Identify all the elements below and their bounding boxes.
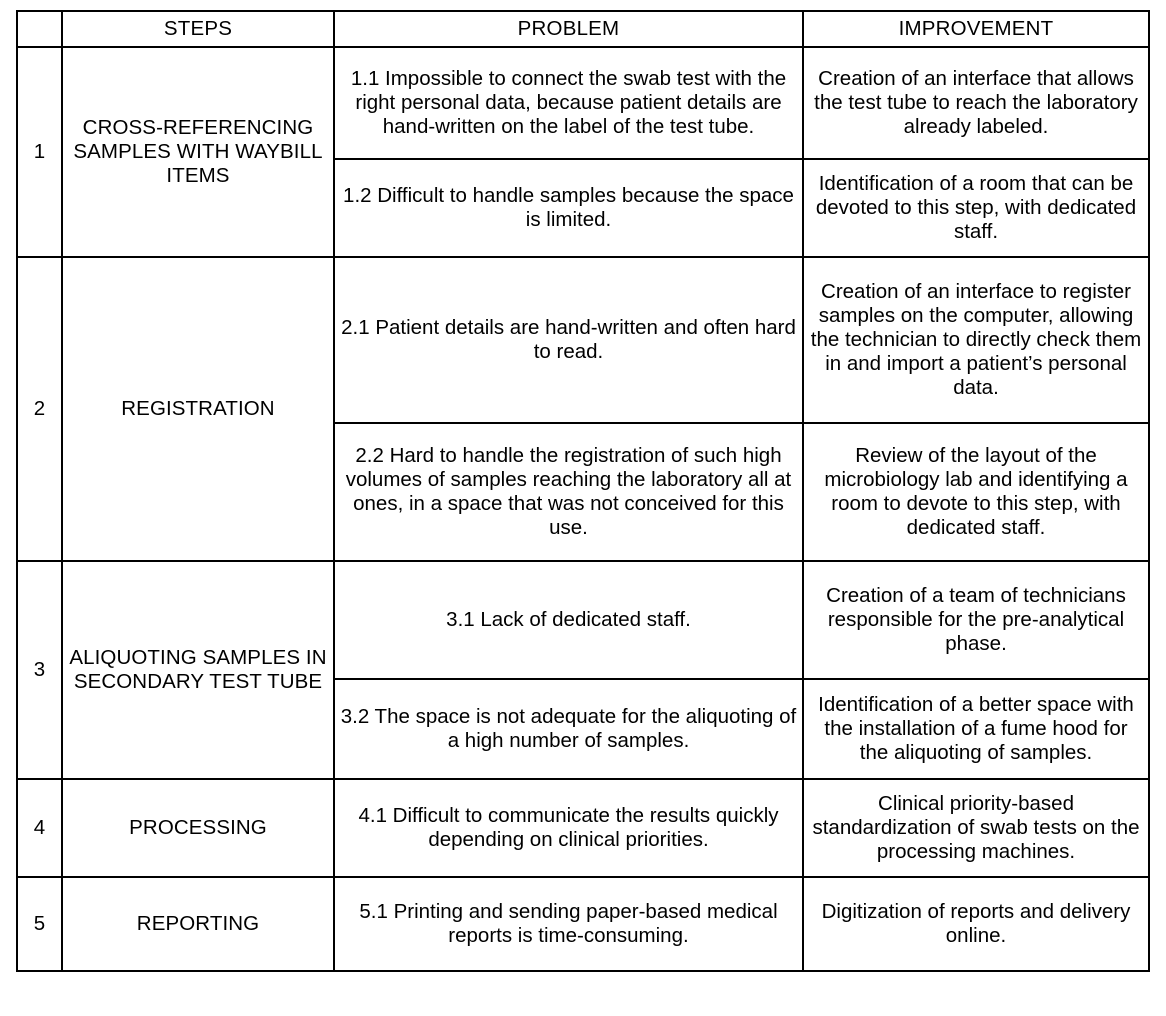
improvement-2-1: Creation of an interface to register sam… [802,256,1150,424]
step-name-4: PROCESSING [61,778,335,878]
step-number-5: 5 [16,876,63,972]
header-index [16,10,63,48]
problem-3-1: 3.1 Lack of dedicated staff. [333,560,804,680]
problem-1-1: 1.1 Impossible to connect the swab test … [333,46,804,160]
problem-2-1: 2.1 Patient details are hand-written and… [333,256,804,424]
problem-5-1: 5.1 Printing and sending paper-based med… [333,876,804,972]
problem-1-2: 1.2 Difficult to handle samples because … [333,158,804,258]
problem-improvement-matrix: STEPS PROBLEM IMPROVEMENT 1 CROSS-REFERE… [16,10,1150,972]
step-number-2: 2 [16,256,63,562]
problem-3-2: 3.2 The space is not adequate for the al… [333,678,804,780]
step-name-3: ALIQUOTING SAMPLES IN SECONDARY TEST TUB… [61,560,335,780]
table-row: 5 REPORTING 5.1 Printing and sending pap… [16,876,1150,972]
table-row: 1.2 Difficult to handle samples because … [17,158,1150,258]
improvement-3-2: Identification of a better space with th… [802,678,1150,780]
table-row: 4 PROCESSING 4.1 Difficult to communicat… [16,778,1150,878]
improvement-2-2: Review of the layout of the microbiology… [802,422,1150,562]
header-problem: PROBLEM [333,10,804,48]
table-header-row: STEPS PROBLEM IMPROVEMENT [16,10,1150,48]
problem-4-1: 4.1 Difficult to communicate the results… [333,778,804,878]
header-steps: STEPS [61,10,335,48]
improvement-5-1: Digitization of reports and delivery onl… [802,876,1150,972]
step-name-2: REGISTRATION [61,256,335,562]
table-row: 3.2 The space is not adequate for the al… [17,678,1150,780]
table-row: 2 REGISTRATION 2.1 Patient details are h… [16,256,1150,562]
header-improvement: IMPROVEMENT [802,10,1150,48]
table-row: 2.2 Hard to handle the registration of s… [17,422,1150,562]
improvement-1-2: Identification of a room that can be dev… [802,158,1150,258]
step-number-4: 4 [16,778,63,878]
improvement-4-1: Clinical priority-based standardization … [802,778,1150,878]
table-row: 3 ALIQUOTING SAMPLES IN SECONDARY TEST T… [16,560,1150,780]
improvement-3-1: Creation of a team of technicians respon… [802,560,1150,680]
step-number-1: 1 [16,46,63,258]
table-row: 1 CROSS-REFERENCING SAMPLES WITH WAYBILL… [16,46,1150,258]
step-number-3: 3 [16,560,63,780]
problem-2-2: 2.2 Hard to handle the registration of s… [333,422,804,562]
improvement-1-1: Creation of an interface that allows the… [802,46,1150,160]
step-name-5: REPORTING [61,876,335,972]
step-name-1: CROSS-REFERENCING SAMPLES WITH WAYBILL I… [61,46,335,258]
